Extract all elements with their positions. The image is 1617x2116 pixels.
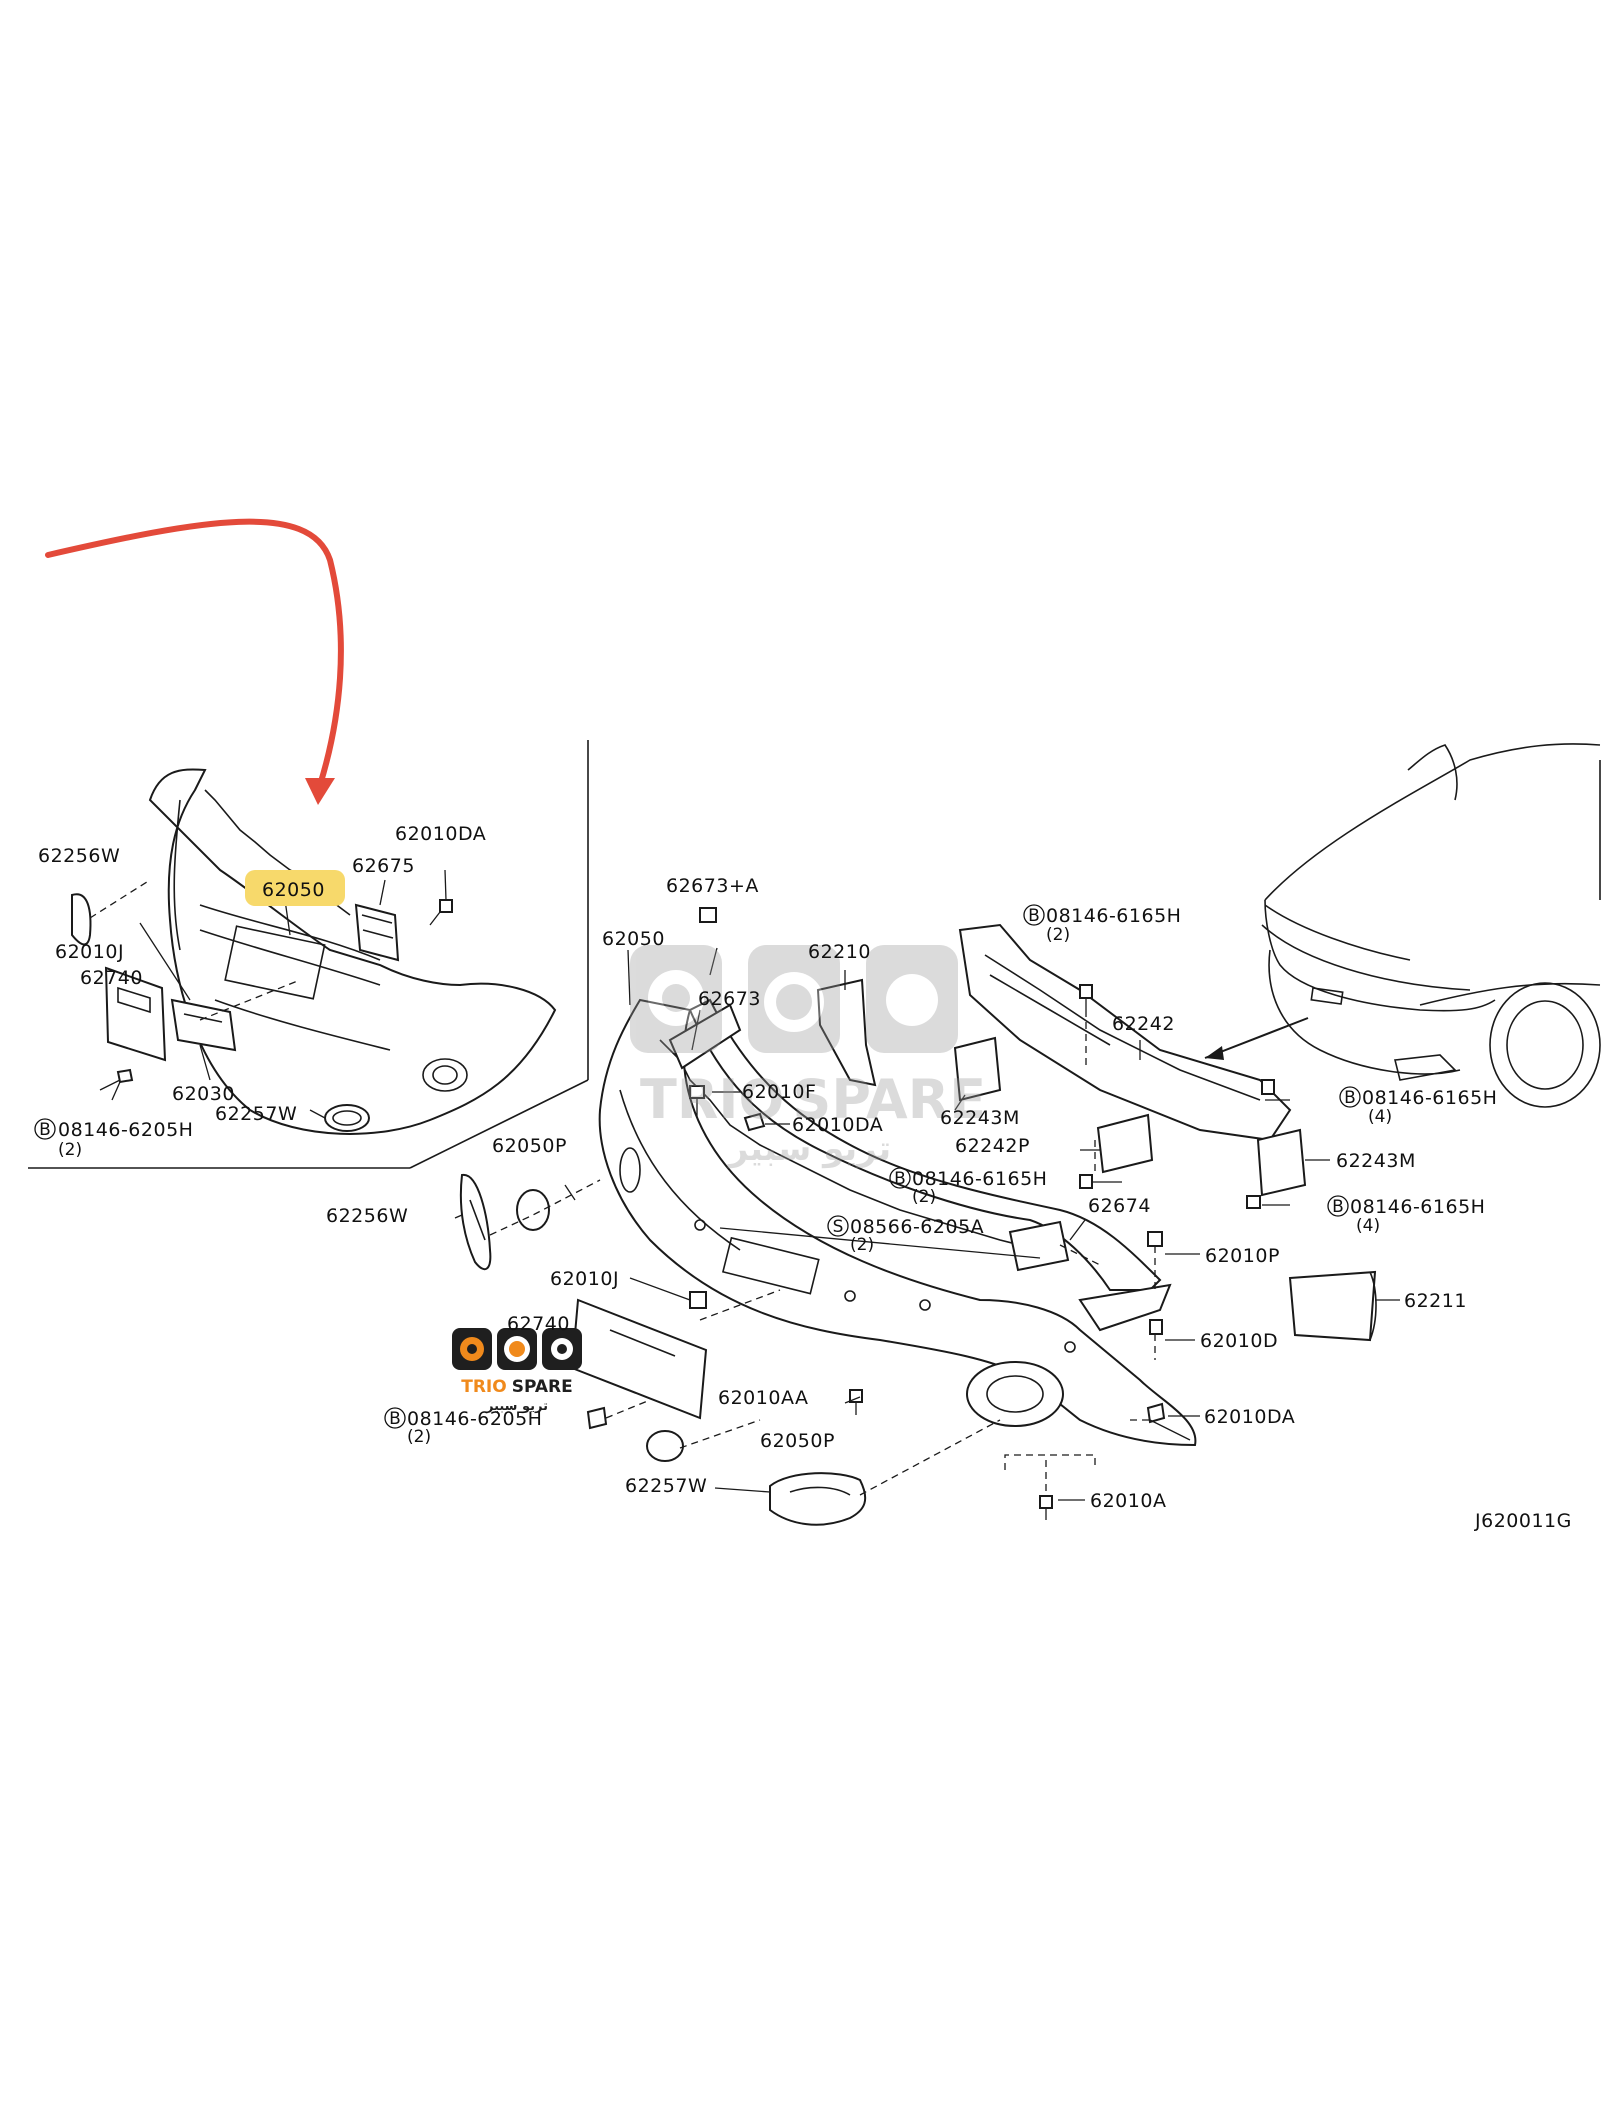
label-62010J-inset: 62010J (55, 941, 124, 963)
label-62242P: 62242P (955, 1135, 1030, 1157)
label-62010P: 62010P (1205, 1245, 1280, 1267)
label-62256W-inset: 62256W (38, 845, 120, 867)
label-62050-highlighted: 62050 (262, 879, 325, 901)
svg-text:08146-6165H: 08146-6165H (912, 1168, 1047, 1190)
label-62257W-main: 62257W (625, 1475, 707, 1497)
svg-text:(4): (4) (1356, 1216, 1380, 1236)
svg-text:08146-6205H: 08146-6205H (58, 1119, 193, 1141)
svg-text:08146-6205H: 08146-6205H (407, 1408, 542, 1430)
fastener-08146-6165H-right-upper: B 08146-6165H (4) (1339, 1086, 1497, 1127)
diagram-ref-code: J620011G (1474, 1510, 1572, 1532)
main-labels: 62673+A 62050 62673 62210 62010F 62010DA… (326, 875, 1572, 1532)
label-62050P-lower: 62050P (760, 1430, 835, 1452)
fastener-08146-6165H-top: B 08146-6165H (2) (1023, 904, 1181, 945)
label-62740-inset: 62740 (80, 967, 143, 989)
label-62010F: 62010F (742, 1081, 816, 1103)
fastener-08146-6165H-right-lower: B 08146-6165H (4) (1327, 1195, 1485, 1236)
label-62673: 62673 (698, 988, 761, 1010)
label-62256W-main: 62256W (326, 1205, 408, 1227)
svg-text:08146-6165H: 08146-6165H (1350, 1196, 1485, 1218)
label-62030-inset: 62030 (172, 1083, 235, 1105)
inset-frame (28, 740, 589, 1169)
label-62257W-inset: 62257W (215, 1103, 297, 1125)
label-62675-inset: 62675 (352, 855, 415, 877)
vehicle-outline (1261, 743, 1601, 1108)
label-62243M-upper: 62243M (940, 1107, 1020, 1129)
label-62211: 62211 (1404, 1290, 1467, 1312)
label-62740-main: 62740 (507, 1313, 570, 1335)
highlight-pill (245, 870, 345, 906)
svg-text:(2): (2) (58, 1140, 82, 1160)
svg-text:B: B (1344, 1088, 1356, 1108)
label-62010J-main: 62010J (550, 1268, 619, 1290)
label-62010DA-inset: 62010DA (395, 823, 486, 845)
svg-text:08566-6205A: 08566-6205A (850, 1216, 984, 1238)
svg-text:(4): (4) (1368, 1107, 1392, 1127)
svg-text:(2): (2) (912, 1187, 936, 1207)
label-62050P-upper: 62050P (492, 1135, 567, 1157)
label-62243M-lower: 62243M (1336, 1150, 1416, 1172)
label-62010D: 62010D (1200, 1330, 1278, 1352)
inset-labels: 62256W 62010DA 62675 62050 62010J 62740 … (34, 823, 486, 1160)
svg-text:(2): (2) (1046, 925, 1070, 945)
svg-text:S: S (833, 1217, 844, 1237)
svg-text:(2): (2) (850, 1235, 874, 1255)
svg-text:08146-6165H: 08146-6165H (1046, 905, 1181, 927)
svg-text:B: B (389, 1409, 401, 1429)
fastener-08566-6205A: S 08566-6205A (2) (827, 1215, 984, 1255)
watermark-arabic-center: تريو سبير (727, 1129, 891, 1169)
fastener-08146-6205H-inset: B 08146-6205H (2) (34, 1118, 193, 1160)
svg-text:(2): (2) (407, 1427, 431, 1447)
watermark-arabic-small: تريو سبير (485, 1399, 548, 1414)
svg-text:B: B (894, 1169, 906, 1189)
label-62674: 62674 (1088, 1195, 1151, 1217)
label-62010DA-upper: 62010DA (792, 1114, 883, 1136)
fastener-08146-6205H-main: B 08146-6205H (2) (384, 1407, 542, 1447)
label-62010AA: 62010AA (718, 1387, 808, 1409)
svg-text:B: B (1028, 906, 1040, 926)
fastener-08146-6165H-center: B 08146-6165H (2) (889, 1167, 1047, 1207)
label-62210: 62210 (808, 941, 871, 963)
svg-text:B: B (39, 1120, 51, 1140)
svg-text:08146-6165H: 08146-6165H (1362, 1087, 1497, 1109)
svg-text:B: B (1332, 1197, 1344, 1217)
label-62242: 62242 (1112, 1013, 1175, 1035)
main-bumper (454, 907, 1400, 1526)
label-62673A: 62673+A (666, 875, 759, 897)
label-62010A: 62010A (1090, 1490, 1166, 1512)
label-62010DA-lower: 62010DA (1204, 1406, 1295, 1428)
label-62050-main: 62050 (602, 928, 665, 950)
pointer-arrow (45, 518, 344, 805)
